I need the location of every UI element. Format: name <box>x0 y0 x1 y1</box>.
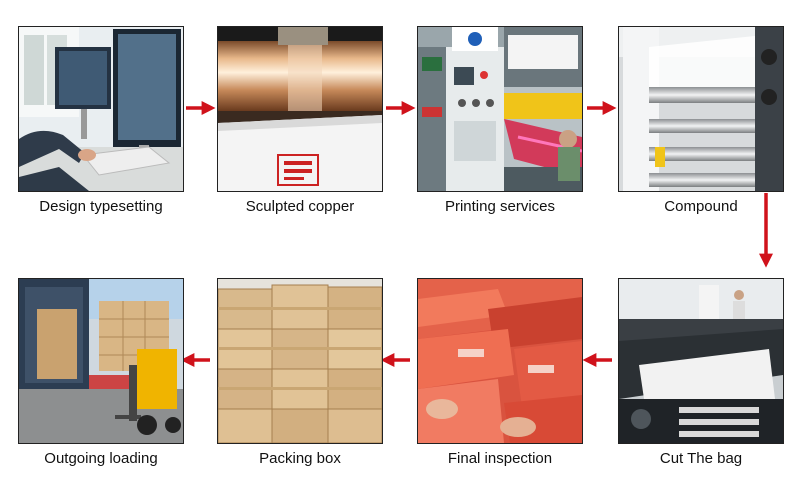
step-label: Outgoing loading <box>44 450 158 467</box>
step-label: Compound <box>664 198 738 215</box>
copper-gravure-cylinder-image <box>217 26 383 192</box>
step-label: Printing services <box>444 198 556 215</box>
stacked-cartons-image <box>217 278 383 444</box>
office-computer-workstation-image <box>18 26 184 192</box>
bag-cutting-machine-image <box>618 278 784 444</box>
step-label: Design typesetting <box>39 198 163 215</box>
step-label: Sculpted copper <box>245 198 355 215</box>
step-label: Final inspection <box>447 450 553 467</box>
step-label: Packing box <box>259 450 341 467</box>
step-label: Cut The bag <box>659 450 743 467</box>
gravure-printing-press-image <box>417 26 583 192</box>
red-bags-inspection-image <box>417 278 583 444</box>
lamination-machine-image <box>618 26 784 192</box>
container-forklift-loading-image <box>18 278 184 444</box>
